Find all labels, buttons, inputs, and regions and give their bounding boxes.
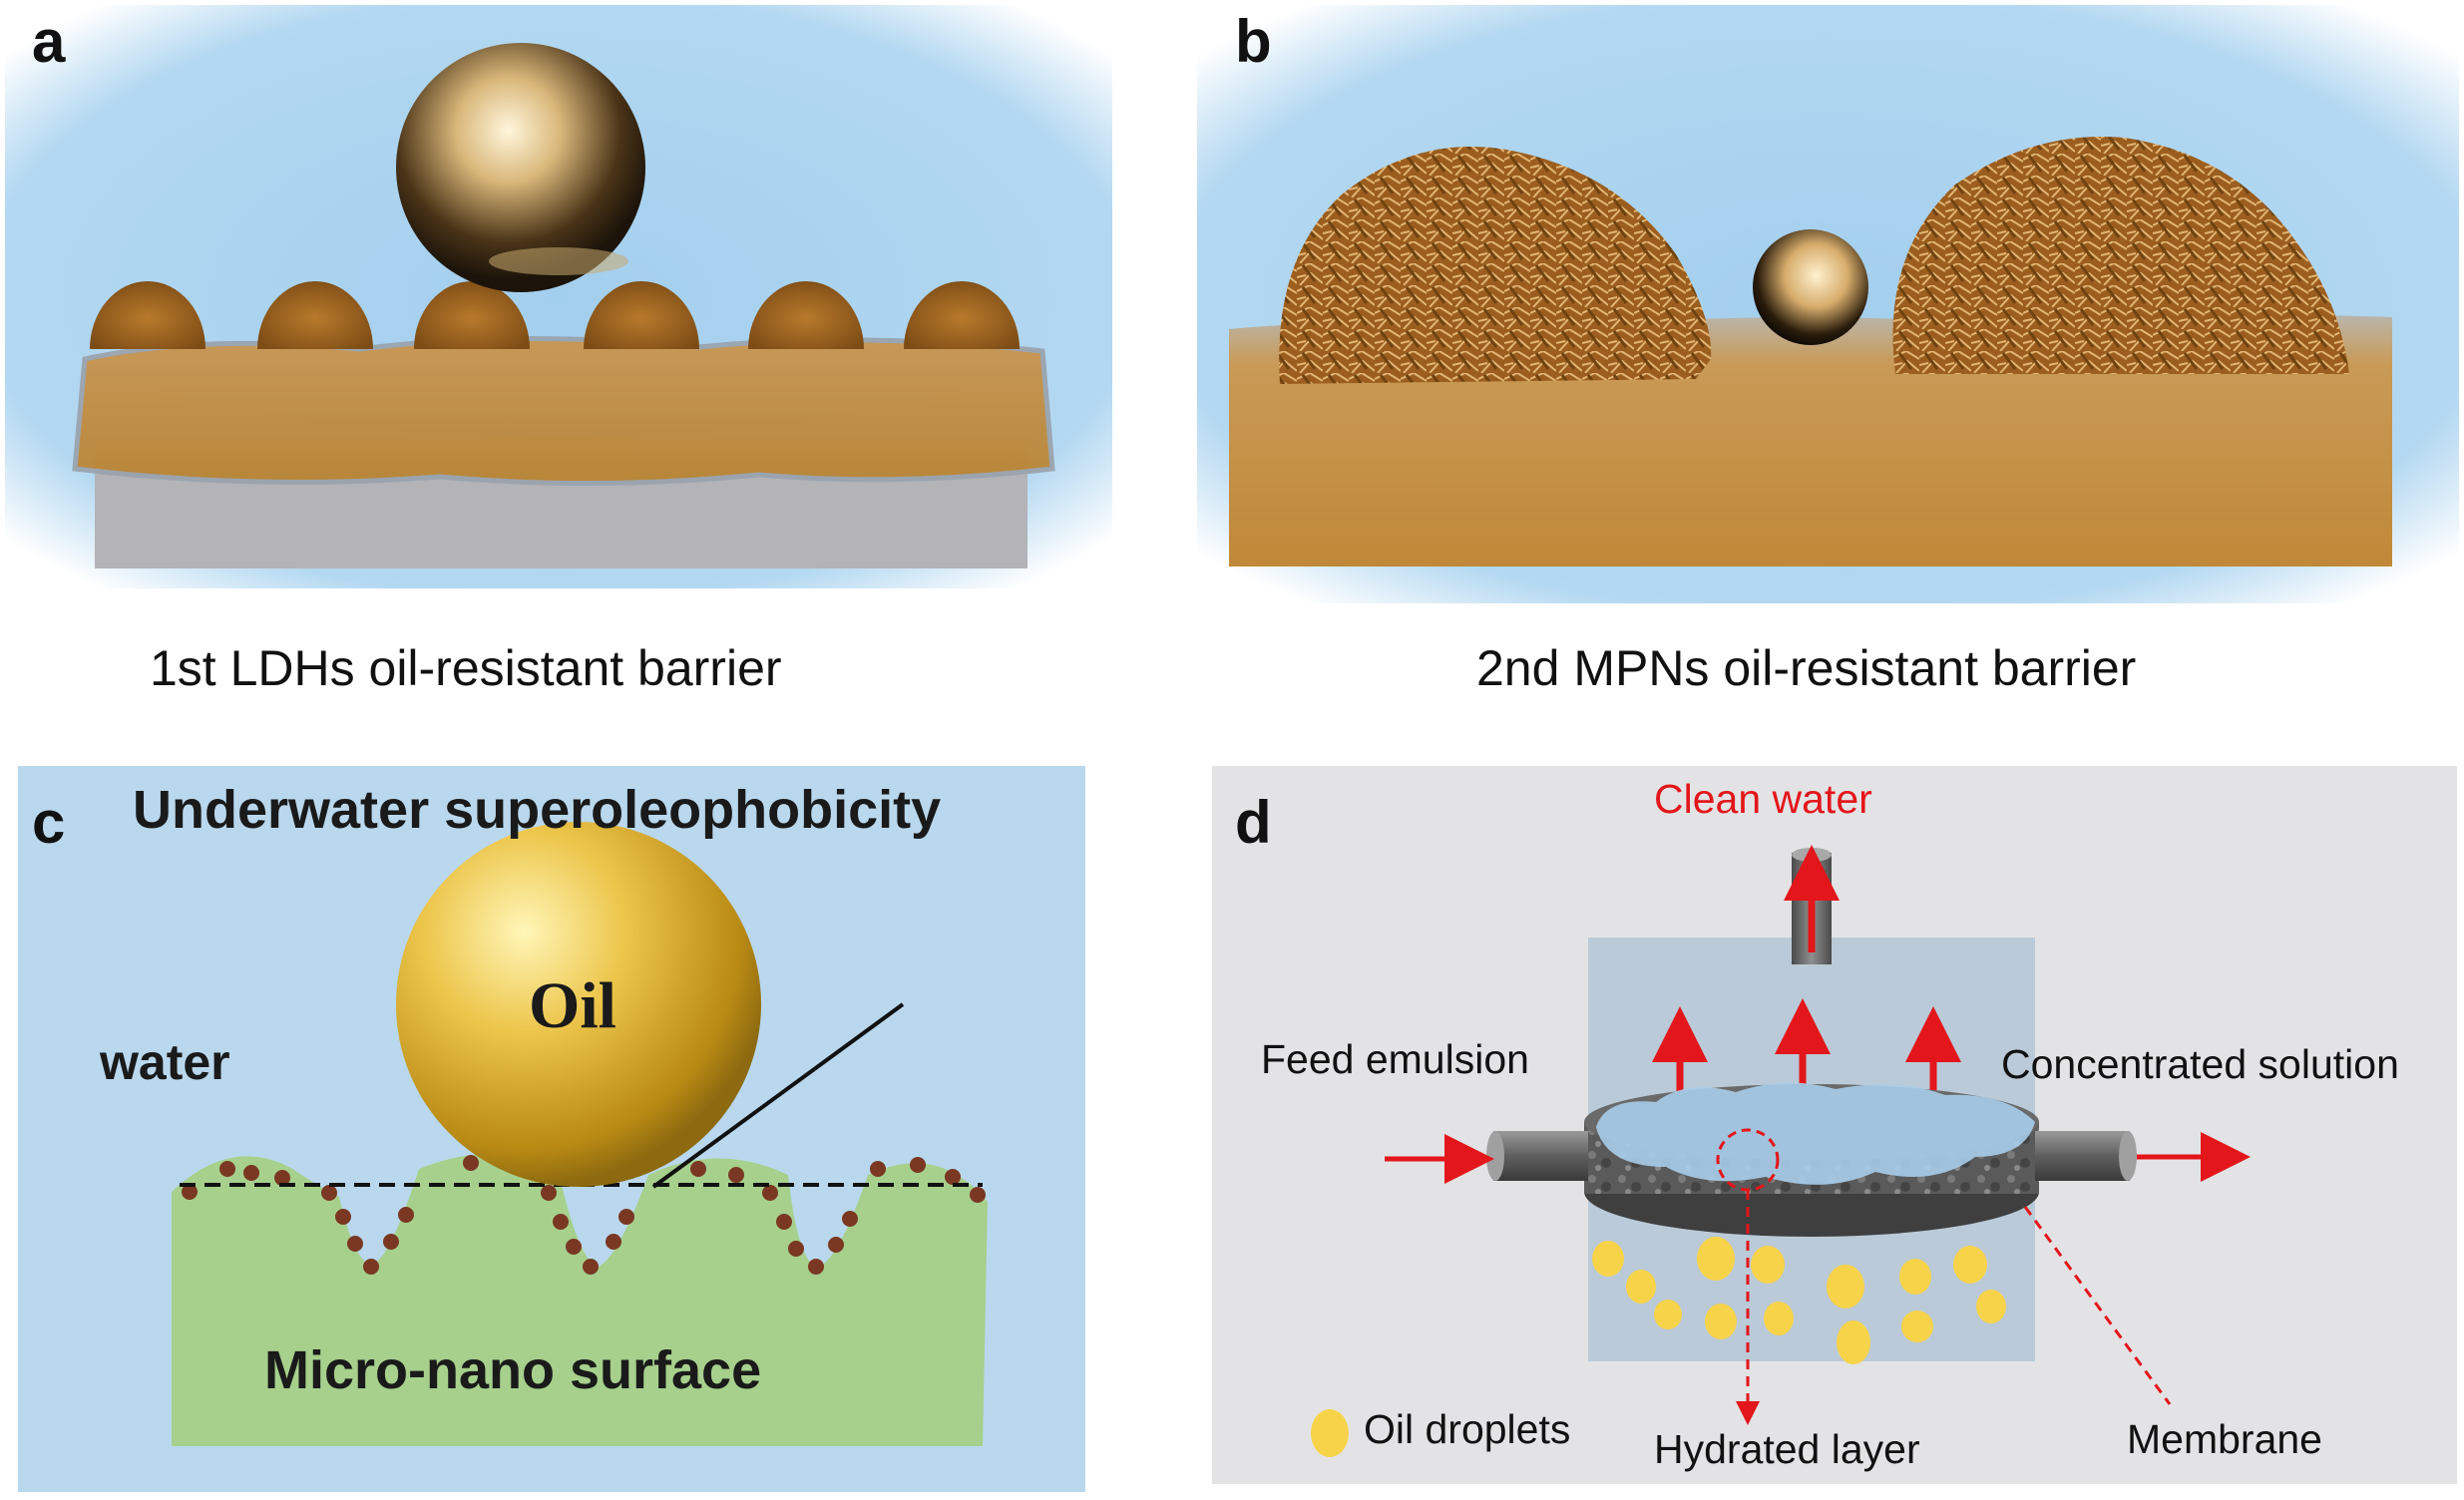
panel-b-flower-right xyxy=(1892,136,2349,374)
panel-b-letter: b xyxy=(1235,8,1272,75)
panel-a-ldh-coating xyxy=(72,335,1055,487)
panel-d: d Clean water Feed emulsion Concentrated… xyxy=(1212,766,2457,1484)
panel-c: Oil c Underwater superoleophobicity wate… xyxy=(18,766,1085,1492)
panel-d-letter: d xyxy=(1235,789,1272,856)
panel-a-caption: 1st LDHs oil-resistant barrier xyxy=(150,640,782,696)
panel-b: b 2nd MPNs oil-resistant barrier xyxy=(1197,5,2459,696)
panel-d-feed-emulsion-label: Feed emulsion xyxy=(1261,1036,1529,1082)
panel-c-water-label: water xyxy=(99,1034,230,1090)
panel-b-flower-left xyxy=(1279,147,1712,384)
panel-a-ldh-flowers xyxy=(90,281,1020,349)
panel-a-letter: a xyxy=(32,8,66,75)
panel-d-inlet-rim xyxy=(1486,1131,1504,1181)
panel-a-oil-droplet xyxy=(396,43,645,292)
panel-c-oil-label: Oil xyxy=(529,969,616,1042)
panel-d-outlet-pipe xyxy=(2035,1131,2130,1181)
panel-a: a 1st LDHs oil-resistant barrier xyxy=(5,5,1112,696)
panel-d-legend-droplet xyxy=(1311,1409,1349,1457)
panel-d-concentrated-solution-label: Concentrated solution xyxy=(2001,1041,2399,1087)
panel-d-membrane-callout xyxy=(2023,1206,2172,1405)
panel-a-droplet-reflection xyxy=(489,247,628,275)
panel-d-hydrated-layer-label: Hydrated layer xyxy=(1654,1426,1920,1472)
panel-d-membrane-label: Membrane xyxy=(2127,1416,2322,1462)
panel-d-clean-water-label: Clean water xyxy=(1654,776,1872,822)
panel-c-contact-angle-tangent xyxy=(651,1002,905,1189)
panel-c-surface-label: Micro-nano surface xyxy=(264,1340,761,1400)
panel-c-oil-droplet xyxy=(396,822,761,1187)
panel-c-letter: c xyxy=(32,789,65,856)
panel-c-nanoparticles xyxy=(182,1155,986,1275)
panel-d-outlet-rim xyxy=(2119,1131,2137,1181)
panel-d-top-outlet-rim xyxy=(1792,848,1832,862)
panel-d-oil-droplets-label: Oil droplets xyxy=(1364,1406,1570,1452)
panel-d-oil-droplets xyxy=(1592,1237,2006,1364)
panel-c-title: Underwater superoleophobicity xyxy=(133,780,941,840)
panel-b-oil-droplet xyxy=(1753,229,1868,345)
panel-d-inlet-pipe xyxy=(1493,1131,1588,1181)
panel-b-caption: 2nd MPNs oil-resistant barrier xyxy=(1476,640,2136,696)
panel-d-hydrated-layer xyxy=(1596,1082,2035,1185)
